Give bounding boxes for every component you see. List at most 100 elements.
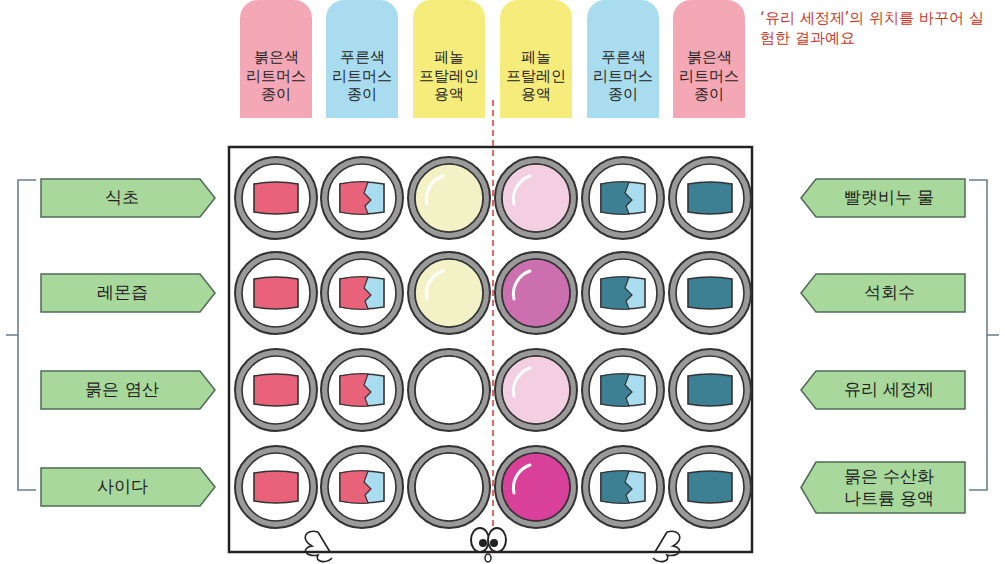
well-rim (495, 446, 577, 528)
indicator-tab: 페놀 프탈레인 용액 (413, 0, 485, 118)
well-rim (235, 157, 317, 239)
well (582, 157, 664, 239)
well-inner (589, 453, 657, 521)
well-rim (582, 157, 664, 239)
paper (688, 182, 732, 214)
highlight (426, 368, 443, 396)
well-rim (582, 252, 664, 334)
well-rim (495, 252, 577, 334)
paper (601, 182, 645, 214)
sample-name: 빨랫비누 물 (844, 187, 934, 208)
well (235, 446, 317, 528)
well (495, 252, 577, 334)
arrow-outline (801, 462, 965, 513)
well-rim (408, 446, 490, 528)
well-rim (495, 349, 577, 431)
well (235, 349, 317, 431)
well-inner (328, 453, 396, 521)
arrow-outline (801, 274, 965, 312)
well-inner (415, 453, 483, 521)
paper-part (340, 471, 371, 504)
indicator-name: 페놀 프탈레인 용액 (417, 48, 481, 104)
well-rim (582, 446, 664, 528)
indicator-name: 붉은색 리트머스 종이 (677, 48, 741, 104)
sample-name: 석회수 (864, 282, 915, 303)
highlight (513, 271, 530, 299)
highlight (426, 465, 443, 493)
sample-label: 묽은 염산 (40, 370, 216, 410)
well-rim (408, 252, 490, 334)
sample-label: 빨랫비누 물 (800, 178, 966, 218)
indicator-name: 푸른색 리트머스 종이 (330, 48, 394, 104)
paper (340, 277, 384, 309)
well-plate (229, 147, 752, 552)
well (321, 349, 403, 431)
well-rim (582, 349, 664, 431)
well-inner (589, 259, 657, 327)
solution (502, 356, 570, 424)
paper (601, 471, 645, 503)
well-rim (669, 349, 751, 431)
well (582, 252, 664, 334)
indicator-tab: 붉은색 리트머스 종이 (673, 0, 745, 118)
indicator-tab: 푸른색 리트머스 종이 (326, 0, 398, 118)
solution (502, 164, 570, 232)
well (669, 157, 751, 239)
paper-part (601, 374, 632, 407)
sample-label: 레몬즙 (40, 273, 216, 313)
arrow-outline (41, 468, 215, 506)
solution (415, 259, 483, 327)
paper-part (340, 374, 371, 407)
well (669, 252, 751, 334)
sample-label: 사이다 (40, 467, 216, 507)
indicator-tab: 붉은색 리트머스 종이 (240, 0, 312, 118)
paper (688, 471, 732, 503)
well-inner (242, 259, 310, 327)
sample-name: 식초 (105, 187, 139, 208)
paper-part (601, 277, 632, 310)
well-rim (408, 157, 490, 239)
well (582, 446, 664, 528)
well-inner (242, 164, 310, 232)
well-rim (669, 252, 751, 334)
solution (415, 453, 483, 521)
well-inner (502, 259, 570, 327)
sample-name: 레몬즙 (97, 282, 148, 303)
well-inner (589, 356, 657, 424)
sample-name: 유리 세정제 (844, 379, 934, 400)
paper (254, 277, 298, 309)
well-inner (415, 164, 483, 232)
arrow-outline (41, 179, 215, 217)
paper (254, 374, 298, 406)
well (321, 252, 403, 334)
well (582, 349, 664, 431)
right-bracket (969, 180, 999, 490)
well (408, 446, 490, 528)
paper (254, 182, 298, 214)
highlight (426, 271, 443, 299)
well (495, 157, 577, 239)
sample-label: 석회수 (800, 273, 966, 313)
sample-label: 유리 세정제 (800, 370, 966, 410)
well (235, 157, 317, 239)
sample-name: 묽은 염산 (85, 379, 158, 400)
well-rim (669, 157, 751, 239)
well-inner (328, 164, 396, 232)
paper (340, 471, 384, 503)
well-inner (242, 453, 310, 521)
paper-part (340, 277, 371, 310)
well-rim (321, 157, 403, 239)
well (495, 349, 577, 431)
well-rim (321, 252, 403, 334)
well-inner (328, 259, 396, 327)
sample-name: 묽은 수산화 나트륨 용액 (822, 466, 956, 509)
well (321, 446, 403, 528)
well (321, 157, 403, 239)
well-rim (321, 446, 403, 528)
solution (502, 453, 570, 521)
well-inner (676, 453, 744, 521)
highlight (513, 176, 530, 204)
well (669, 446, 751, 528)
sample-label: 묽은 수산화 나트륨 용액 (800, 461, 966, 514)
indicator-tab: 푸른색 리트머스 종이 (587, 0, 659, 118)
